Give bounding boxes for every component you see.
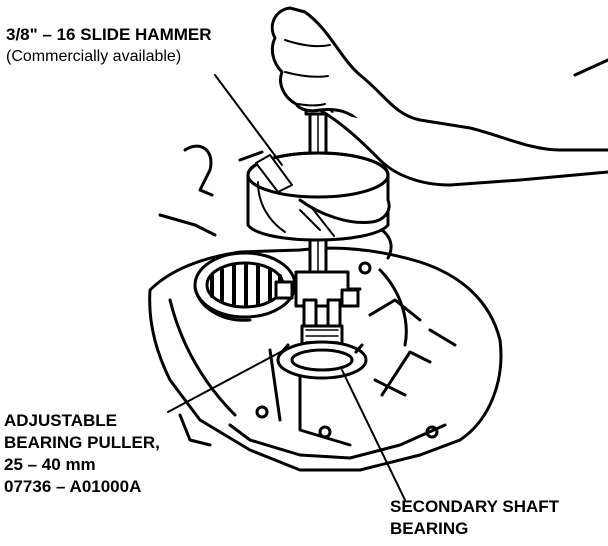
bearing-puller-leader <box>167 347 289 413</box>
transmission-case <box>148 246 503 472</box>
hand <box>270 6 608 237</box>
slide-hammer-leader <box>214 74 283 166</box>
bearing-puller-label-line2: BEARING PULLER, <box>4 433 160 452</box>
leader-lines <box>167 74 406 501</box>
roller-bearing <box>193 251 297 322</box>
bearing-puller-label-line1: ADJUSTABLE <box>4 411 118 430</box>
slide-hammer-label: 3/8" – 16 SLIDE HAMMER (Commercially ava… <box>6 24 212 68</box>
slide-hammer-label-line1: 3/8" – 16 SLIDE HAMMER <box>6 25 212 44</box>
bearing-puller-label-line3: 25 – 40 mm <box>4 455 96 474</box>
shaft-bearing-label-line2: BEARING <box>390 519 469 538</box>
bearing-puller-label: ADJUSTABLE BEARING PULLER, 25 – 40 mm 07… <box>4 410 160 498</box>
shaft-bearing-label: SECONDARY SHAFT BEARING <box>390 496 559 540</box>
bearing-puller-label-line4: 07736 – A01000A <box>4 477 142 496</box>
shaft-bearing-label-line1: SECONDARY SHAFT <box>390 497 560 516</box>
shaft-bearing-leader <box>341 369 406 501</box>
slide-hammer-label-line2: (Commercially available) <box>6 48 182 65</box>
bearing-puller <box>274 270 368 380</box>
